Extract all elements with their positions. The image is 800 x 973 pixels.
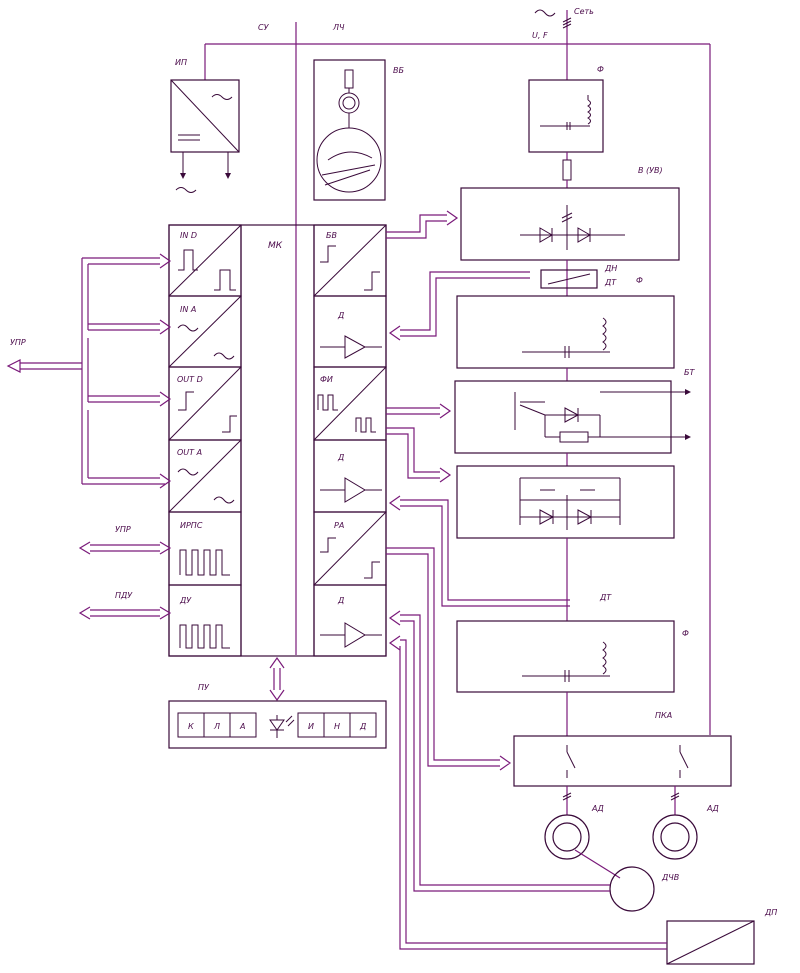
svg-text:БВ: БВ [326, 231, 337, 240]
key-l: Л [213, 722, 220, 731]
right-module-d3: Д [313, 584, 387, 657]
fan-block [313, 59, 386, 201]
left-module-in-a: IN A [168, 295, 242, 368]
label-dp: ДП [764, 908, 777, 917]
label-ad1: АД [591, 804, 604, 813]
label-set: Сеть [574, 7, 594, 16]
motor-1 [544, 814, 590, 860]
brake-block [454, 380, 691, 454]
rectifier-block [460, 187, 680, 261]
mk-pu-bus [269, 656, 285, 702]
motor-2 [652, 814, 698, 860]
label-f2: Ф [636, 276, 643, 285]
left-module-in-d: IN D [168, 224, 242, 297]
right-module-fi: ФИ [313, 366, 387, 441]
filter-2-block [456, 295, 675, 369]
key-i: И [308, 722, 314, 731]
control-panel: К Л А И Н Д [168, 700, 387, 749]
right-module-d1: Д [313, 295, 387, 368]
filter-3-block [456, 620, 675, 693]
label-upr-left: УПР [10, 338, 26, 347]
svg-text:ФИ: ФИ [320, 375, 333, 384]
svg-text:Д: Д [337, 311, 344, 320]
contactor-block [513, 735, 732, 787]
right-module-ra: РА [313, 511, 387, 586]
label-pdu: ПДУ [115, 591, 133, 600]
label-ad2: АД [706, 804, 719, 813]
label-vb: ВБ [393, 66, 404, 75]
svg-text:IN A: IN A [180, 305, 196, 314]
label-pu: ПУ [198, 683, 210, 692]
voltage-sensor [540, 269, 598, 289]
filter-1-block [528, 79, 604, 153]
right-module-d2: Д [313, 439, 387, 513]
label-f3: Ф [682, 629, 689, 638]
ac-source-icon [534, 9, 556, 17]
position-sensor [666, 920, 755, 965]
label-mk: МК [268, 241, 283, 251]
svg-text:IN D: IN D [180, 231, 197, 240]
key-n: Н [334, 722, 340, 731]
led-icon [269, 715, 295, 738]
label-uf: U, F [532, 31, 548, 40]
upr-mid-arrow [78, 541, 172, 555]
left-module-out-a: OUT A [168, 439, 242, 513]
label-dchv: ДЧВ [661, 873, 679, 882]
signal-buses [386, 210, 667, 950]
label-pka: ПКА [655, 711, 672, 720]
label-upr-mid: УПР [115, 525, 131, 534]
label-lch: ЛЧ [332, 23, 345, 32]
label-dt1: ДТ [604, 278, 617, 287]
label-v-uv: В (УВ) [638, 166, 663, 175]
svg-text:ИРПС: ИРПС [180, 521, 203, 530]
right-module-bv: БВ [313, 224, 387, 297]
label-dn: ДН [604, 264, 617, 273]
svg-text:OUT A: OUT A [177, 448, 202, 457]
label-ip: ИП [175, 58, 187, 67]
key-d: Д [359, 722, 366, 731]
upr-left-bus [6, 253, 172, 489]
key-k: К [188, 722, 194, 731]
left-module-du: ДУ [168, 584, 242, 657]
label-dt2: ДТ [599, 593, 612, 602]
left-module-irps: ИРПС [168, 511, 242, 586]
svg-text:Д: Д [337, 596, 344, 605]
svg-text:РА: РА [334, 521, 344, 530]
svg-text:OUT D: OUT D [177, 375, 203, 384]
pdu-arrow [78, 606, 172, 620]
svg-text:ДУ: ДУ [179, 596, 192, 605]
svg-text:Д: Д [337, 453, 344, 462]
inverter-block [456, 465, 675, 539]
left-module-out-d: OUT D [168, 366, 242, 441]
key-a: А [239, 722, 245, 731]
label-bt: БТ [684, 368, 695, 377]
speed-sensor [609, 866, 655, 912]
power-supply-block [170, 79, 240, 193]
label-f1: Ф [597, 65, 604, 74]
label-su: СУ [258, 23, 270, 32]
